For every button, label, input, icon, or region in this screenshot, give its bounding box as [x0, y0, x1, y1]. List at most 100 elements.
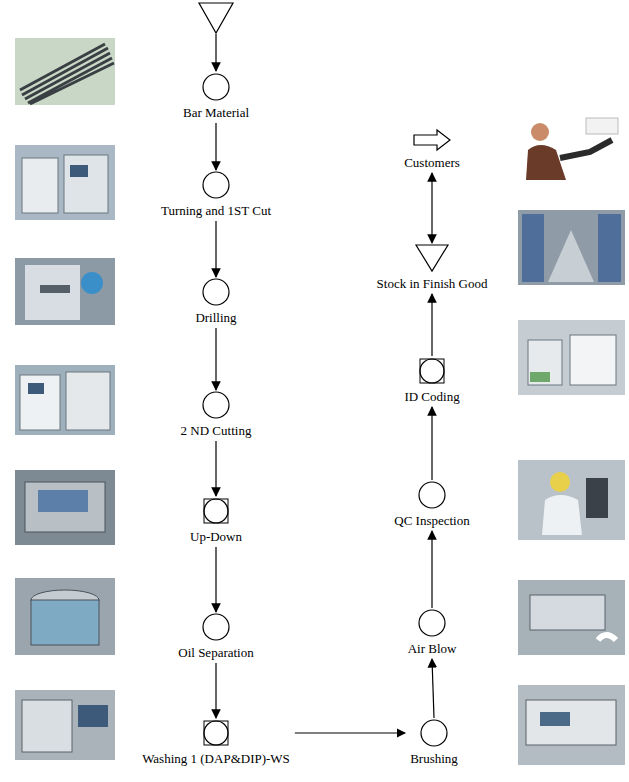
circle-outline: [203, 392, 229, 418]
operation-inspection-symbol: ID Coding: [402, 357, 461, 404]
photo-ground: [15, 145, 115, 220]
operation-circle: Brushing: [408, 719, 460, 766]
node-shape: [202, 613, 230, 641]
operation-circle: Air Blow: [406, 609, 459, 656]
start-arrow: [215, 34, 216, 71]
delivery-arrow: Customers: [402, 129, 462, 170]
operation-circle: QC Inspection: [392, 481, 471, 528]
operation-circle: Oil Separation: [176, 613, 255, 660]
flow-arrow: [431, 407, 432, 480]
step-label: Washing 1 (DAP&DIP)-WS: [140, 751, 292, 766]
step-label: Bar Material: [181, 105, 251, 120]
photo-ground: [15, 365, 115, 435]
tank: [25, 482, 105, 532]
machine: [570, 335, 616, 385]
flow-arrow: [215, 123, 216, 170]
handshake: [560, 140, 612, 158]
storage-triangle: Stock in Finish Good: [375, 244, 490, 291]
circle-outline: [419, 482, 445, 508]
flow-arrow: [215, 547, 216, 612]
flow-arrow: [431, 531, 432, 608]
qc-inspection-photo: [518, 460, 625, 540]
operation-inspection-symbol: Up-Down: [188, 497, 244, 544]
start-triangle: [199, 3, 233, 33]
node-shape: [202, 391, 230, 419]
block-arrow-outline: [414, 130, 450, 150]
triangle-outline: [416, 245, 448, 271]
operation-circle: Turning and 1ST Cut: [159, 171, 273, 218]
photo-ground: [15, 470, 115, 545]
flow-arrow: [215, 328, 216, 390]
machine: [22, 158, 58, 213]
node-shape: [418, 481, 446, 509]
operation-circle: Bar Material: [181, 73, 251, 120]
flow-arrow: [215, 441, 216, 496]
drill-spindle: [40, 285, 70, 293]
worker: [542, 495, 582, 535]
circle-outline: [420, 359, 444, 383]
gloved-hand: [598, 635, 616, 640]
node-shape: [202, 278, 230, 306]
customers-photo: [518, 110, 625, 185]
operation-circle: Drilling: [193, 278, 238, 325]
rack: [522, 214, 544, 282]
circle-outline: [203, 172, 229, 198]
node-shape: [418, 609, 446, 637]
step-label: Oil Separation: [176, 645, 255, 660]
square-outline: [204, 499, 228, 523]
washing-photo: [15, 690, 115, 760]
circle-outline: [203, 74, 229, 100]
centrifuge: [31, 600, 99, 645]
circle-outline: [203, 279, 229, 305]
circle-outline: [421, 720, 447, 746]
cutting-photo: [15, 365, 115, 435]
photo-ground: [15, 578, 115, 655]
papers: [586, 118, 618, 134]
bar-material-photo: [15, 38, 115, 105]
step-label: Brushing: [408, 751, 460, 766]
washer: [22, 700, 72, 752]
circle-outline: [203, 614, 229, 640]
flow-arrow: [295, 732, 405, 733]
tray: [530, 372, 550, 382]
turning-photo: [15, 145, 115, 220]
circle-outline: [204, 721, 228, 745]
circle-outline: [419, 610, 445, 636]
drilling-photo: [15, 258, 115, 325]
photo-ground: [518, 210, 625, 285]
photo-ground: [518, 320, 625, 395]
machine-screen: [540, 712, 570, 726]
step-label: ID Coding: [402, 389, 461, 404]
photo-ground: [15, 38, 115, 105]
photo-ground: [15, 258, 115, 325]
circle-outline: [204, 499, 228, 523]
flow-arrow: [215, 663, 216, 718]
node-shape: [413, 129, 451, 151]
square-outline: [420, 359, 444, 383]
step-label: Drilling: [193, 310, 238, 325]
node-shape: [202, 719, 230, 747]
photo-ground: [518, 685, 625, 765]
microscope: [586, 478, 608, 518]
machine-screen: [70, 165, 88, 177]
step-label: Air Blow: [406, 641, 459, 656]
bar-rods: [20, 44, 114, 104]
aisle: [548, 230, 594, 282]
blower: [530, 595, 605, 630]
air-blow-photo: [518, 580, 625, 655]
node-shape: [418, 357, 446, 385]
brush-machine: [526, 700, 616, 745]
tank-liquid: [38, 490, 88, 512]
worker-cap: [550, 472, 570, 492]
person-body: [526, 145, 566, 180]
node-shape: [202, 171, 230, 199]
square-outline: [204, 721, 228, 745]
person-head: [531, 123, 549, 141]
flow-arrow: [431, 173, 432, 243]
machine: [64, 155, 108, 213]
oil-separation-photo: [15, 578, 115, 655]
step-label: Turning and 1ST Cut: [159, 203, 273, 218]
machine-screen: [28, 383, 44, 394]
